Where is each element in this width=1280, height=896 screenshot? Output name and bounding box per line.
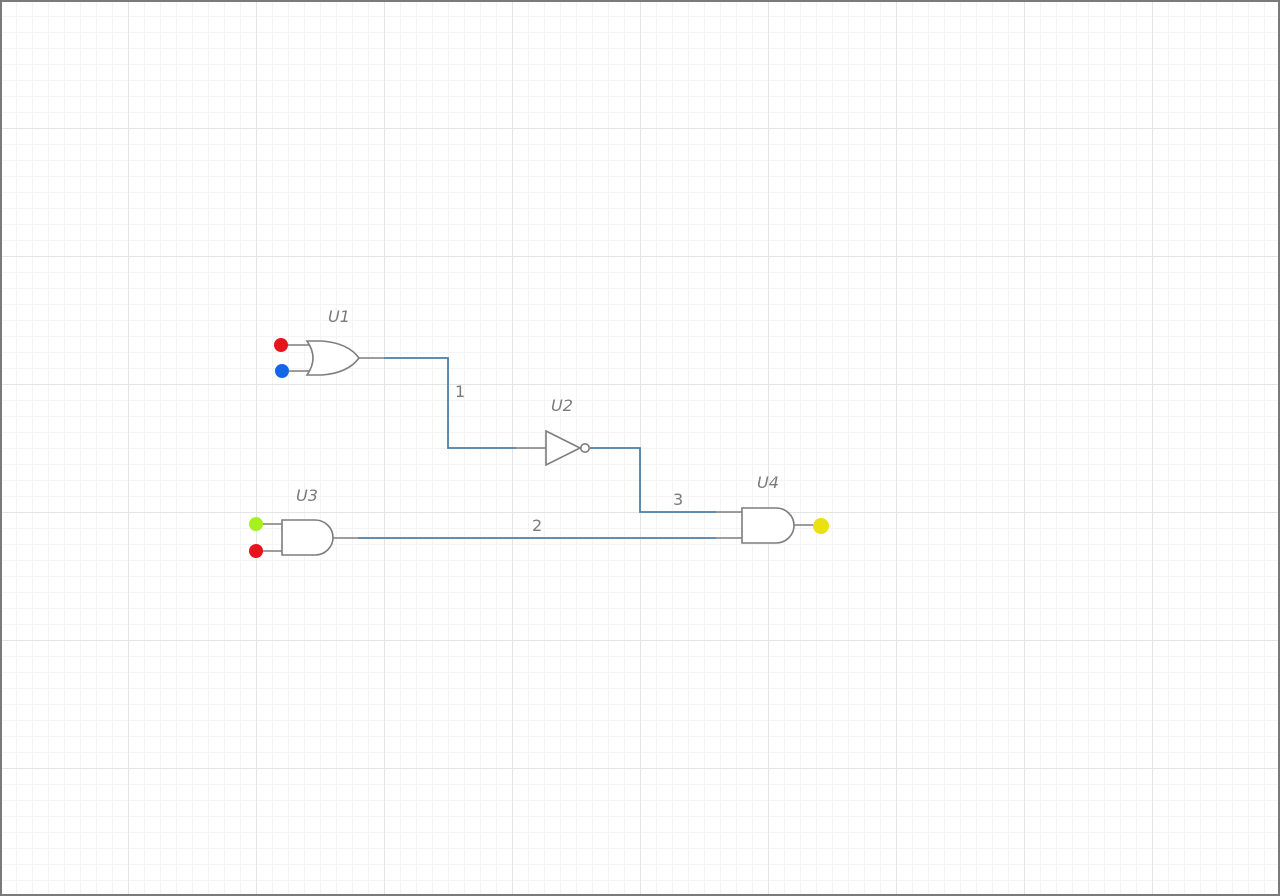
or-gate-body bbox=[305, 340, 360, 376]
and-gate-body bbox=[281, 519, 334, 556]
wire-net-3[interactable] bbox=[590, 447, 716, 513]
net-label-2: 2 bbox=[532, 516, 542, 535]
component-ref-u3: U3 bbox=[296, 486, 318, 505]
wire-net-1[interactable] bbox=[384, 357, 516, 449]
component-ref-u4: U4 bbox=[757, 473, 779, 492]
component-ref-u2: U2 bbox=[551, 396, 573, 415]
not-gate-body bbox=[545, 429, 582, 467]
input-terminal-u3-b[interactable] bbox=[249, 544, 263, 558]
component-ref-u1: U1 bbox=[328, 307, 350, 326]
input-terminal-u1-a[interactable] bbox=[274, 338, 288, 352]
or-gate-u1[interactable]: U1 bbox=[281, 307, 384, 376]
and-gate-u4[interactable]: U4 bbox=[716, 473, 820, 544]
input-terminal-u1-b[interactable] bbox=[275, 364, 289, 378]
output-terminal-u4[interactable] bbox=[813, 518, 829, 534]
and-gate-body bbox=[741, 507, 795, 544]
inverter-bubble bbox=[579, 442, 590, 453]
net-label-3: 3 bbox=[673, 490, 683, 509]
and-gate-u3[interactable]: U3 bbox=[256, 486, 358, 556]
input-terminal-u3-a[interactable] bbox=[249, 517, 263, 531]
not-gate-u2[interactable]: U2 bbox=[516, 396, 590, 467]
net-label-1: 1 bbox=[455, 382, 465, 401]
